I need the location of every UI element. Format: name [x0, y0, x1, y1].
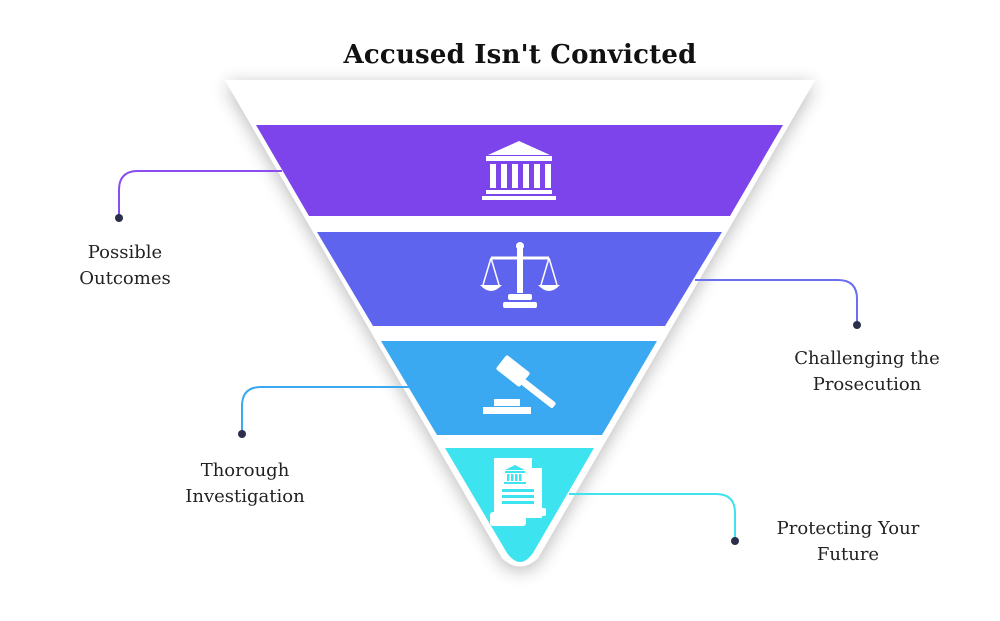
diagram-title: Accused Isn't Convicted	[343, 40, 697, 70]
label-line: Investigation	[185, 486, 305, 507]
label-challenging-the-prosecution: Challenging the Prosecution	[767, 346, 967, 398]
gavel-icon	[483, 355, 556, 414]
courthouse-icon	[482, 141, 556, 200]
legal-document-icon	[490, 458, 546, 526]
label-line: Prosecution	[812, 374, 922, 395]
funnel-layer-3	[381, 341, 657, 435]
connector-line-2	[695, 279, 858, 323]
scales-of-justice-icon	[480, 242, 560, 308]
connector-dot-2	[853, 321, 861, 329]
connector-line-1	[118, 170, 282, 216]
label-line: Protecting Your	[776, 518, 920, 539]
connector-dot-4	[731, 537, 739, 545]
connector-dot-3	[238, 430, 246, 438]
funnel-layer-1	[256, 125, 783, 216]
label-line: Future	[816, 544, 880, 565]
label-possible-outcomes: Possible Outcomes	[50, 240, 200, 292]
label-line: Outcomes	[79, 268, 171, 289]
label-line: Possible	[87, 242, 163, 263]
connector-dot-1	[115, 214, 123, 222]
label-line: Challenging the	[794, 348, 940, 369]
label-protecting-your-future: Protecting Your Future	[748, 516, 948, 568]
label-thorough-investigation: Thorough Investigation	[165, 458, 325, 510]
connector-line-3	[241, 386, 409, 432]
connector-line-4	[569, 493, 736, 539]
label-line: Thorough	[200, 460, 290, 481]
